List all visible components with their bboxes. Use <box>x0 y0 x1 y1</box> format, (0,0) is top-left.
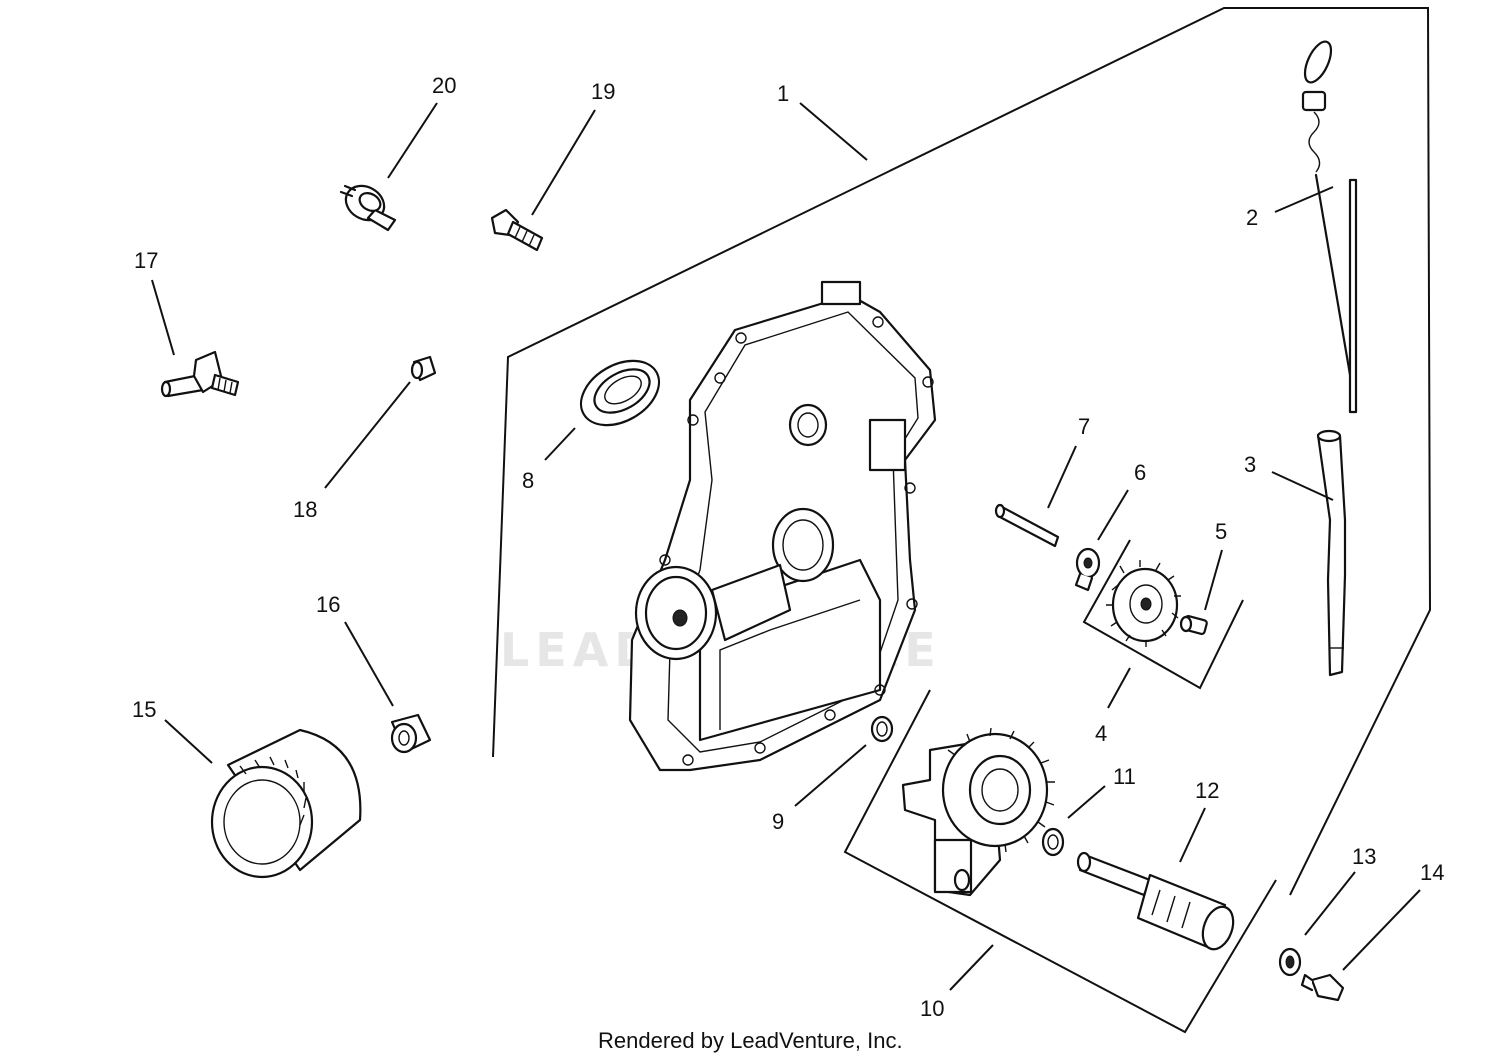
assembly-boundary <box>492 7 1432 896</box>
callout-11: 11 <box>1113 764 1136 789</box>
oil-seal-part <box>579 359 661 427</box>
callout-17: 17 <box>134 248 158 273</box>
callout-6: 6 <box>1134 460 1146 485</box>
governor-gear-part <box>1106 560 1181 647</box>
callout-8: 8 <box>522 468 534 493</box>
drain-plug-part <box>1300 973 1345 1002</box>
dipstick-part <box>1301 40 1358 414</box>
washer-part <box>1278 947 1302 977</box>
oil-pickup-part <box>1076 851 1235 951</box>
callout-1: 1 <box>777 81 789 106</box>
gear-cover-part <box>628 280 937 772</box>
filter-fitting-part <box>390 713 432 754</box>
oil-pump-part <box>901 727 1055 897</box>
o-ring-11-part <box>1041 827 1065 857</box>
callout-10: 10 <box>920 996 944 1021</box>
leader-lines <box>151 102 1421 991</box>
callout-3: 3 <box>1244 452 1256 477</box>
callout-labels: 1 2 3 4 5 6 7 8 9 10 11 12 13 14 15 16 1… <box>132 73 1444 1021</box>
callout-2: 2 <box>1246 205 1258 230</box>
screw-part <box>1179 614 1208 636</box>
elbow-fitting-part <box>160 350 240 398</box>
callout-12: 12 <box>1195 778 1219 803</box>
bolt-part <box>490 208 544 252</box>
subassembly-4-box <box>1082 539 1244 690</box>
callout-7: 7 <box>1078 414 1090 439</box>
callout-18: 18 <box>293 497 317 522</box>
callout-20: 20 <box>432 73 456 98</box>
subassembly-10-box <box>843 689 1277 1034</box>
callout-19: 19 <box>591 79 615 104</box>
dipstick-tube-part <box>1316 429 1347 677</box>
o-ring-9-part <box>870 715 894 743</box>
clip-part <box>1074 547 1101 592</box>
callout-16: 16 <box>316 592 340 617</box>
oil-pressure-switch-part <box>339 184 397 232</box>
callout-4: 4 <box>1095 721 1107 746</box>
pipe-plug-part <box>410 355 437 382</box>
credit-text: Rendered by LeadVenture, Inc. <box>598 1028 903 1053</box>
pin-part <box>994 503 1060 548</box>
callout-9: 9 <box>772 809 784 834</box>
oil-filter-part <box>210 728 362 879</box>
callout-14: 14 <box>1420 860 1444 885</box>
callout-13: 13 <box>1352 844 1376 869</box>
callout-5: 5 <box>1215 519 1227 544</box>
callout-15: 15 <box>132 697 156 722</box>
